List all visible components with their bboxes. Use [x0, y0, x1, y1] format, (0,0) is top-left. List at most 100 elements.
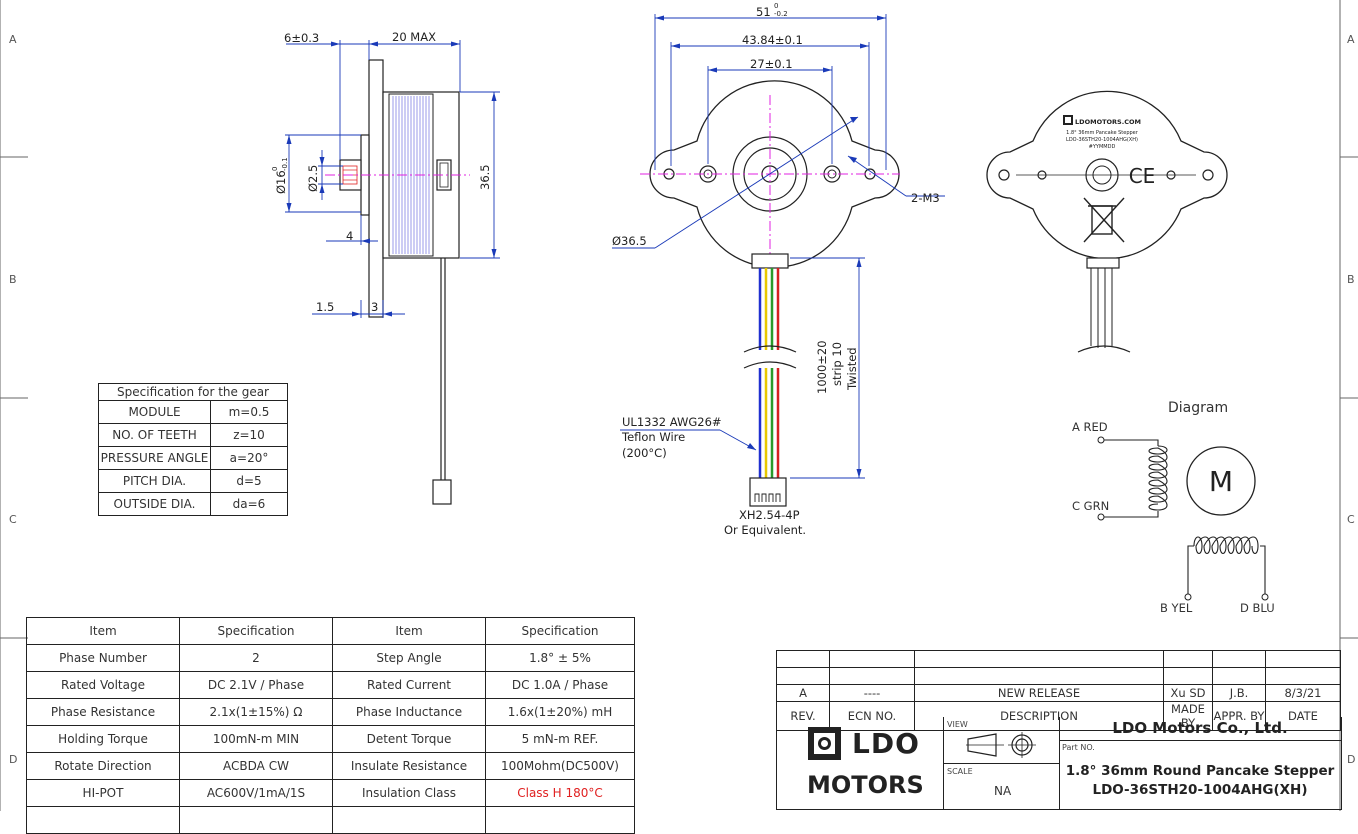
spec-value: 100Mohm(DC500V) [485, 752, 635, 780]
zone-left-a: A [9, 33, 17, 46]
rev-header: REV. [776, 701, 830, 731]
wire-spec-3: (200°C) [622, 446, 667, 460]
spec-item: Insulate Resistance [332, 752, 486, 780]
spec-value-insulation-class: Class H 180°C [485, 779, 635, 807]
dim-51-tol-up: 0 [774, 2, 778, 10]
connector-spec-1: XH2.54-4P [739, 508, 800, 522]
zone-right-a: A [1347, 33, 1355, 46]
ldo-logo-icon [808, 727, 841, 760]
gear-value: z=10 [210, 423, 288, 447]
lead-length: 1000±20 [815, 340, 829, 394]
wire-spec-1: UL1332 AWG26# [622, 415, 722, 429]
desc-value: NEW RELEASE [914, 684, 1164, 702]
scale-label: SCALE [947, 767, 973, 776]
label-line3: #YYMMDD [1089, 144, 1116, 150]
front-view: 51 0 -0.2 43.84±0.1 27±0.1 2-M3 Ø36.5 UL… [612, 2, 945, 537]
spec-value: 1.6x(1±20%) mH [485, 698, 635, 726]
part-number: LDO-36STH20-1004AHG(XH) [1092, 782, 1308, 798]
spec-item: Phase Number [26, 644, 180, 672]
spec-value: 2.1x(1±15%) Ω [179, 698, 333, 726]
title-block: A ---- NEW RELEASE Xu SD J.B. 8/3/21 REV… [776, 650, 1341, 731]
scale-value: NA [994, 784, 1012, 798]
spec-item: Phase Resistance [26, 698, 180, 726]
ecn-value: ---- [829, 684, 915, 702]
company-name: LDO Motors Co., Ltd. [1112, 719, 1288, 737]
logo-ldo: LDO [852, 727, 920, 760]
motor-spec-table: Item Specification Item Specification Ph… [26, 617, 635, 834]
spec-value: 1.8° ± 5% [485, 644, 635, 672]
spec-item: Detent Torque [332, 725, 486, 753]
rear-view: LDOMOTORS.COM 1.8° 36mm Pancake Stepper … [986, 90, 1228, 353]
side-connector [432, 479, 452, 505]
drawing-canvas: A B C D A B C D [0, 0, 1358, 811]
rev-value: A [776, 684, 830, 702]
ecn-header: ECN NO. [829, 701, 915, 731]
dim-20max: 20 MAX [392, 30, 436, 44]
zone-right-b: B [1347, 273, 1355, 286]
spec-item: Insulation Class [332, 779, 486, 807]
dim-51-tol-dn: -0.2 [774, 10, 788, 18]
spec-item: HI-POT [26, 779, 180, 807]
diagram-title: Diagram [1168, 400, 1228, 416]
dim-phi2-5: Ø2.5 [306, 165, 320, 192]
label-c-grn: C GRN [1072, 499, 1109, 513]
label-brand: LDOMOTORS.COM [1075, 118, 1141, 126]
zone-right-c: C [1347, 513, 1355, 526]
zone-right-d: D [1347, 753, 1355, 766]
dim-phi16: Ø16 [274, 170, 288, 194]
dim-2-m3: 2-M3 [911, 191, 940, 205]
spec-item: Rotate Direction [26, 752, 180, 780]
label-line2: LDO-36STH20-1004AHG(XH) [1066, 137, 1138, 143]
date-header: DATE [1265, 701, 1341, 731]
connector-spec-2: Or Equivalent. [724, 523, 806, 537]
desc-header: DESCRIPTION [914, 701, 1164, 731]
dim-phi16-tol-dn: -0.1 [281, 157, 289, 171]
dim-36-5: 36.5 [478, 164, 492, 190]
zone-left-c: C [9, 513, 17, 526]
appr-by-value: J.B. [1212, 684, 1266, 702]
spec-value: DC 2.1V / Phase [179, 671, 333, 699]
dim-27: 27±0.1 [750, 57, 793, 71]
spec-value: ACBDA CW [179, 752, 333, 780]
zone-left-b: B [9, 273, 17, 286]
gear-key: PITCH DIA. [98, 469, 211, 493]
date-value: 8/3/21 [1265, 684, 1341, 702]
col-header-spec: Specification [485, 617, 635, 645]
lead-twisted: Twisted [845, 347, 859, 391]
spec-item: Step Angle [332, 644, 486, 672]
gear-key: NO. OF TEETH [98, 423, 211, 447]
dim-6: 6±0.3 [284, 31, 319, 45]
col-header-item: Item [332, 617, 486, 645]
side-flange [368, 59, 384, 318]
wire-spec-2: Teflon Wire [621, 430, 685, 444]
gear-value: a=20° [210, 446, 288, 470]
table-row: PITCH DIA.d=5 [98, 469, 288, 493]
table-row: OUTSIDE DIA.da=6 [98, 492, 288, 516]
gear-key: OUTSIDE DIA. [98, 492, 211, 516]
spec-value: 2 [179, 644, 333, 672]
spec-value: DC 1.0A / Phase [485, 671, 635, 699]
dim-phi36-5: Ø36.5 [612, 234, 647, 248]
dim-phi16-tol-up: 0 [271, 167, 279, 171]
lead-strip: strip 10 [830, 342, 844, 386]
made-by-value: Xu SD [1163, 684, 1213, 702]
spec-item: Rated Current [332, 671, 486, 699]
label-a-red: A RED [1072, 420, 1108, 434]
weee-bin-icon [1083, 197, 1125, 243]
label-d-blu: D BLU [1240, 601, 1275, 615]
label-b-yel: B YEL [1160, 601, 1193, 615]
spec-item: Rated Voltage [26, 671, 180, 699]
wiring-diagram: Diagram A RED C GRN B YEL D BLU M [1072, 400, 1275, 615]
gear-value: m=0.5 [210, 400, 288, 424]
dim-1-5: 1.5 [316, 300, 334, 314]
part-no-label: Part NO. [1062, 743, 1095, 752]
